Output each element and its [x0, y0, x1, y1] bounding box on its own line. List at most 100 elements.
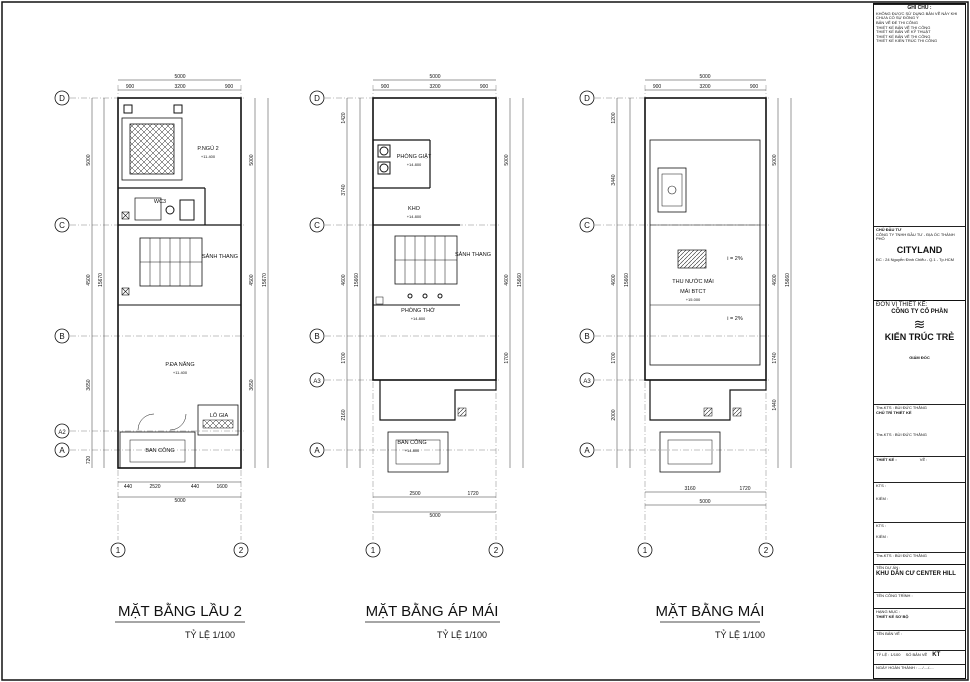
dim-text: 720 [86, 456, 92, 465]
notes-section: GHI CHÚ : KHÔNG ĐƯỢC SỬ DỤNG BẢN VẼ NÀY … [874, 4, 965, 82]
dim-text: 440 [124, 484, 133, 490]
kts-row-2: KTS : KIỂM : [874, 522, 965, 560]
dim-text: 15660 [517, 273, 523, 287]
dim-text: 5000 [86, 154, 92, 165]
dim-text: 1700 [341, 352, 347, 363]
drawing-name-label: TÊN BẢN VẼ : [876, 631, 903, 636]
grid-label-d: D [584, 94, 590, 103]
level-tag: +11.400 [201, 154, 216, 159]
plan-mai [595, 85, 770, 540]
grid-label-c: C [584, 221, 590, 230]
plan-scale: TỶ LỆ 1/100 [437, 629, 487, 640]
director-label: GIÁM ĐỐC [909, 355, 930, 361]
room-label: WC3 [154, 199, 166, 205]
dim-text: 15660 [354, 273, 360, 287]
dim-text: 1720 [739, 486, 750, 492]
project-name: KHU DÂN CƯ CENTER HILL [876, 570, 956, 577]
designer-heading: ĐƠN VỊ THIẾT KẾ: [876, 302, 928, 308]
dim-text: 15670 [98, 273, 104, 287]
chief-name: Ths.KTS : BÙI ĐỨC THẮNG [876, 405, 927, 410]
notes-heading: GHI CHÚ : [907, 5, 932, 11]
client-heading: CHỦ ĐẦU TƯ [876, 227, 902, 232]
project-label: TÊN DỰ ÁN : [876, 565, 901, 570]
level-tag: +11.400 [173, 370, 188, 375]
level-tag: +14.800 [411, 316, 426, 321]
plan-lau-2 [70, 85, 245, 540]
design-label: THIẾT KẾ : [876, 457, 897, 462]
draw-label: VẼ : [919, 457, 928, 462]
grid-label-1: 1 [116, 546, 121, 555]
category-label: HẠNG MỤC : [876, 609, 900, 614]
designer-brand: KIẾN TRÚC TRẺ [884, 331, 955, 342]
dim-text: 3200 [174, 84, 185, 90]
signer-name: Ths.KTS : BÙI ĐỨC THẮNG [876, 553, 927, 558]
dim-text: 5000 [699, 499, 710, 505]
grid-label-a: A [314, 446, 320, 455]
dim-text: 900 [480, 84, 489, 90]
dim-text: 2520 [149, 484, 160, 490]
room-label: PHÒNG THỜ [401, 307, 435, 314]
plan-scale: TỶ LỆ 1/100 [715, 629, 765, 640]
check-label: KIỂM : [876, 495, 889, 501]
dim-text: 5000 [174, 74, 185, 80]
work-section: TÊN CÔNG TRÌNH : [874, 592, 965, 608]
dim-text: 5000 [249, 154, 255, 165]
dim-text: 900 [381, 84, 390, 90]
dim-text: 3440 [611, 174, 617, 185]
client-address: ĐC : 24 Nguyễn Đình Chiểu - Q.1 - Tp.HCM [876, 257, 954, 263]
chief-section: Ths.KTS : BÙI ĐỨC THẮNG CHỦ TRÌ THIẾT KẾ… [874, 404, 965, 450]
dim-text: 3160 [684, 486, 695, 492]
dim-text: 3650 [86, 379, 92, 390]
grid-label-c: C [59, 221, 65, 230]
grid-label-2: 2 [764, 546, 769, 555]
drawing-name-section: TÊN BẢN VẼ : [874, 630, 965, 650]
room-label: LÔ GIA [210, 412, 229, 419]
dim-text: 1420 [341, 112, 347, 123]
plan-title: MẶT BẰNG ÁP MÁI [366, 602, 499, 620]
work-label: TÊN CÔNG TRÌNH : [876, 593, 913, 598]
note-item: KHÔNG ĐƯỢC SỬ DỤNG BẢN VẼ NÀY KHI CHƯA C… [876, 10, 958, 21]
client-company: CÔNG TY TNHH ĐẦU TƯ - ĐỊA ỐC THÀNH PHỐ [876, 231, 955, 242]
level-tag: +14.800 [407, 162, 422, 167]
dim-text: 1740 [772, 352, 778, 363]
client-brand: CITYLAND [896, 244, 943, 255]
dim-text: 1440 [772, 399, 778, 410]
date-label: NGÀY HOÀN THÀNH : ..../..../.... [876, 665, 934, 670]
dim-text: 1700 [611, 352, 617, 363]
dim-text: 4600 [341, 274, 347, 285]
note-item: THIẾT KẾ BẢN VẼ THI CÔNG [876, 24, 931, 30]
grid-label-b: B [314, 332, 319, 341]
grid-bubbles [54, 90, 774, 558]
dim-text: 15660 [785, 273, 791, 287]
grid-label-a: A [59, 446, 65, 455]
dim-text: 5000 [699, 74, 710, 80]
chief-label: CHỦ TRÌ THIẾT KẾ [876, 409, 912, 415]
dim-text: 5000 [504, 154, 510, 165]
dim-text: 900 [750, 84, 759, 90]
room-label: SẢNH THANG [455, 251, 491, 258]
dim-text: 1600 [216, 484, 227, 490]
level-tag: +15.000 [686, 297, 701, 302]
signer-row: Ths.KTS : BÙI ĐỨC THẮNG [874, 552, 965, 562]
dim-text: 4600 [772, 274, 778, 285]
check-label: KIỂM : [876, 533, 889, 539]
plan-scale: TỶ LỆ 1/100 [185, 629, 235, 640]
room-label: KHO [408, 206, 421, 212]
grid-label-a2: A2 [58, 430, 66, 436]
dim-text: 4500 [249, 274, 255, 285]
dim-text: 900 [225, 84, 234, 90]
dim-text: 5000 [772, 154, 778, 165]
room-label: THU NƯỚC MÁI [672, 278, 714, 285]
slope-label: i = 2% [727, 316, 743, 322]
plan-ap-mai [325, 85, 500, 540]
kts-label: KTS : [876, 483, 887, 488]
grid-label-2: 2 [239, 546, 244, 555]
chief-name: Ths.KTS : BÙI ĐỨC THẮNG [876, 432, 927, 438]
grid-label-c: C [314, 221, 320, 230]
client-section: CHỦ ĐẦU TƯ CÔNG TY TNHH ĐẦU TƯ - ĐỊA ỐC … [874, 226, 965, 298]
dim-text: 5000 [174, 498, 185, 504]
dim-text: 3650 [249, 379, 255, 390]
design-row: THIẾT KẾ : VẼ : [874, 456, 965, 482]
